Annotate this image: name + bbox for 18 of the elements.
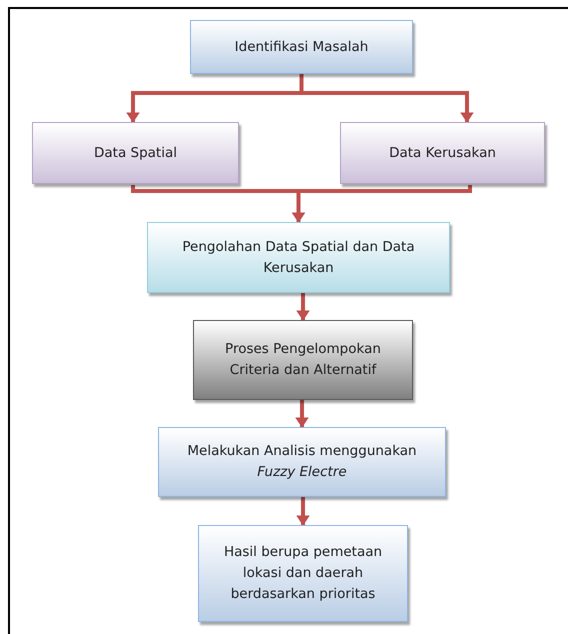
arrow bbox=[292, 185, 472, 223]
box-label: Hasil berupa pemetaan lokasi dan daerah berdasarkan prioritas bbox=[222, 543, 384, 604]
process-box bbox=[158, 427, 446, 497]
box-label: Identifikasi Masalah bbox=[234, 38, 368, 56]
process-box bbox=[340, 122, 545, 184]
box-label: Data Spatial bbox=[94, 144, 177, 162]
process-box bbox=[32, 122, 239, 184]
arrow bbox=[296, 293, 310, 321]
box-label: Pengolahan Data Spatial dan Data Kerusakan bbox=[181, 238, 416, 278]
process-box bbox=[193, 320, 413, 400]
arrow bbox=[295, 400, 309, 428]
process-box bbox=[198, 525, 408, 622]
arrow bbox=[296, 497, 310, 526]
process-box bbox=[190, 20, 413, 74]
box-label: Data Kerusakan bbox=[389, 144, 496, 162]
box-label: Melakukan Analisis menggunakan Fuzzy Electre bbox=[186, 442, 418, 482]
process-box bbox=[147, 222, 450, 293]
box-label: Proses Pengelompokan Criteria dan Alternatif bbox=[224, 340, 382, 380]
